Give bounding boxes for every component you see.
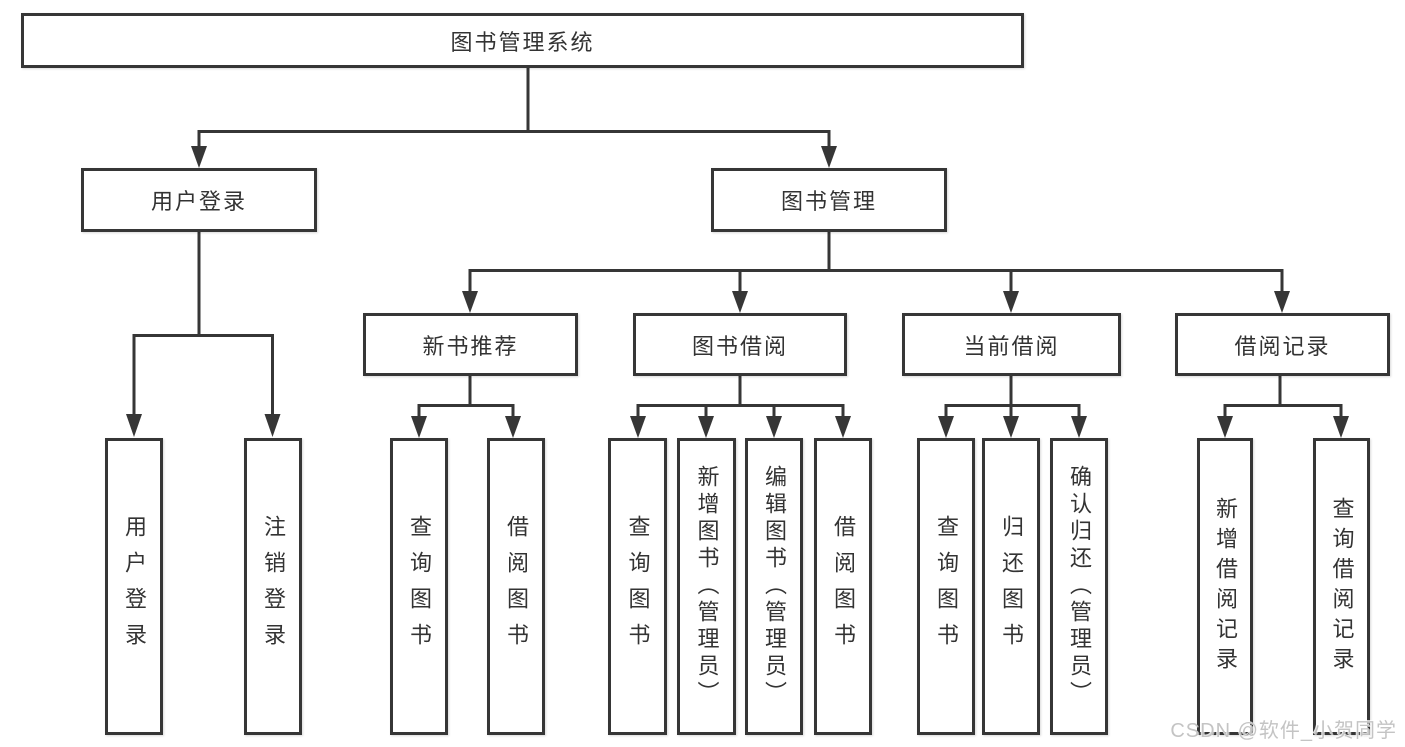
leaf-add-book-admin-label: 新增图书（管理员） (694, 465, 720, 708)
node-user-login-label: 用户登录 (150, 189, 247, 214)
node-book-management-label: 图书管理 (780, 189, 877, 214)
leaf-logout-label: 注销登录 (261, 514, 286, 659)
leaf-edit-book-admin: 编辑图书（管理员） (745, 438, 803, 735)
leaf-logout: 注销登录 (244, 438, 302, 735)
node-new-book-recommend: 新书推荐 (363, 313, 578, 376)
leaf-query-books-borrow: 查询图书 (608, 438, 667, 735)
leaf-confirm-return-admin-label: 确认归还（管理员） (1067, 465, 1092, 708)
leaf-return-books: 归还图书 (982, 438, 1040, 735)
leaf-query-borrow-record: 查询借阅记录 (1313, 438, 1370, 735)
node-user-login: 用户登录 (81, 168, 317, 232)
leaf-borrow-books-recommend: 借阅图书 (487, 438, 545, 735)
leaf-add-book-admin: 新增图书（管理员） (677, 438, 736, 735)
node-book-borrowing-label: 图书借阅 (691, 333, 788, 359)
leaf-query-borrow-record-label: 查询借阅记录 (1329, 496, 1355, 677)
node-library-system: 图书管理系统 (21, 13, 1024, 68)
node-current-borrowing-label: 当前借阅 (963, 333, 1060, 359)
node-borrowing-records: 借阅记录 (1175, 313, 1390, 376)
leaf-borrow-books-recommend-label: 借阅图书 (504, 514, 529, 659)
watermark: CSDN @软件_小贺同学 (1170, 720, 1397, 742)
leaf-query-books-recommend-label: 查询图书 (407, 514, 432, 659)
connector-user-login-children (126, 232, 281, 437)
node-borrowing-records-label: 借阅记录 (1234, 333, 1331, 359)
node-library-system-label: 图书管理系统 (450, 29, 595, 55)
leaf-return-books-label: 归还图书 (999, 514, 1024, 659)
node-new-book-recommend-label: 新书推荐 (422, 333, 519, 359)
connector-new-book-children (411, 376, 521, 438)
leaf-edit-book-admin-label: 编辑图书（管理员） (762, 465, 787, 708)
connector-book-borrowing-children (630, 376, 851, 438)
node-book-borrowing: 图书借阅 (633, 313, 847, 376)
connector-borrowing-records-children (1217, 376, 1349, 438)
leaf-add-borrow-record-label: 新增借阅记录 (1213, 496, 1238, 677)
leaf-user-login-label: 用户登录 (122, 514, 147, 659)
connector-current-borrowing-children (938, 376, 1087, 438)
leaf-query-books-current: 查询图书 (917, 438, 975, 735)
leaf-confirm-return-admin: 确认归还（管理员） (1050, 438, 1108, 735)
connector-book-management-children (462, 232, 1290, 313)
node-book-management: 图书管理 (711, 168, 947, 232)
leaf-query-books-current-label: 查询图书 (934, 514, 959, 659)
leaf-borrow-books-borrow: 借阅图书 (814, 438, 872, 735)
leaf-query-books-borrow-label: 查询图书 (625, 514, 651, 659)
leaf-add-borrow-record: 新增借阅记录 (1197, 438, 1253, 735)
leaf-user-login: 用户登录 (105, 438, 163, 735)
connector-root-to-level2 (191, 68, 837, 168)
node-current-borrowing: 当前借阅 (902, 313, 1121, 376)
leaf-query-books-recommend: 查询图书 (390, 438, 448, 735)
leaf-borrow-books-borrow-label: 借阅图书 (831, 514, 856, 659)
